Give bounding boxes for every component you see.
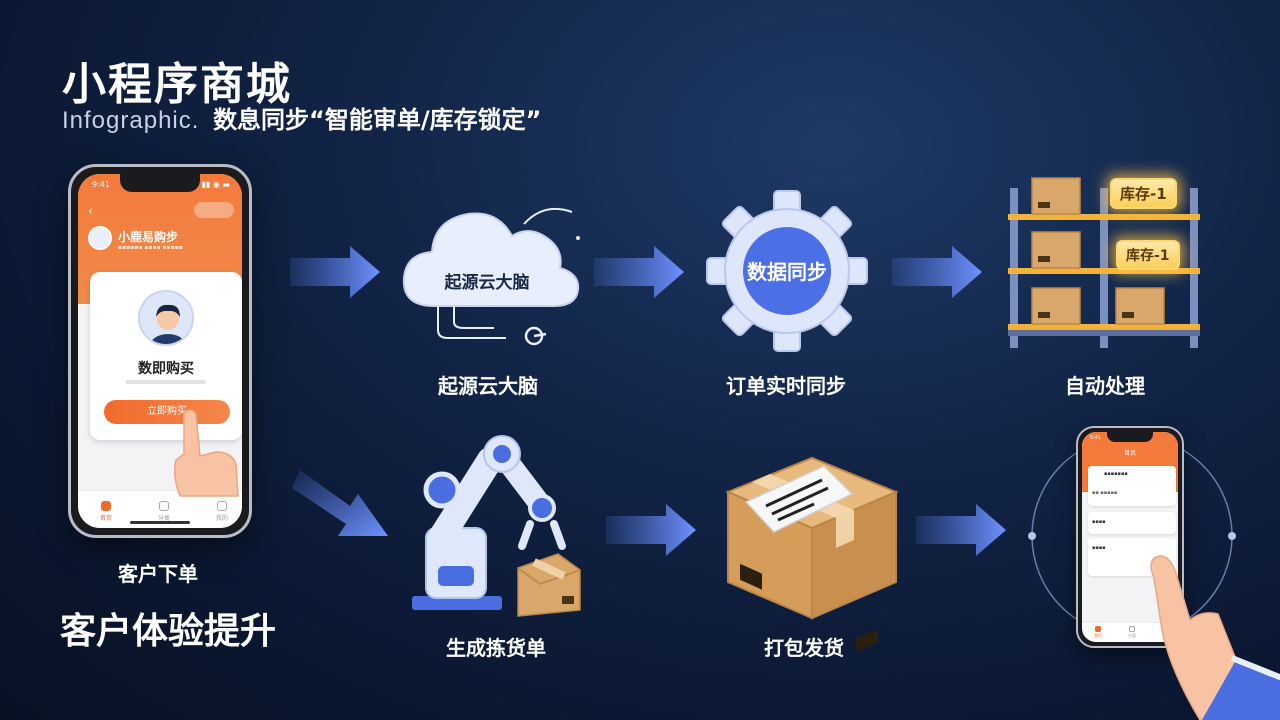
mini-program-capsule[interactable] xyxy=(194,202,234,218)
phone2-notch xyxy=(1107,432,1153,442)
tab-category[interactable]: 分类 xyxy=(144,501,184,522)
order-card-subtext: ▪▪ ▪▪▪▪▪ xyxy=(1092,490,1118,496)
buy-now-button[interactable]: 立即购买 xyxy=(104,400,230,424)
category-icon xyxy=(1129,626,1135,632)
arrow-pick-to-pack xyxy=(606,504,696,556)
shop-avatar xyxy=(88,226,112,250)
stock-badge-top: 库存-1 xyxy=(1110,178,1177,209)
product-desc-line xyxy=(126,380,206,384)
person-icon xyxy=(150,304,186,344)
profile-icon xyxy=(217,501,227,511)
detail-card-text: ▪▪▪▪ xyxy=(1092,545,1106,551)
arrow-sync-to-auto xyxy=(892,246,982,298)
back-icon[interactable]: ‹ xyxy=(88,204,93,218)
step-label-sync: 订单实时同步 xyxy=(726,374,846,398)
arrow-order-to-cloud xyxy=(290,246,380,298)
step-label-pack: 打包发货 xyxy=(764,636,844,660)
tapping-hand-icon xyxy=(173,409,239,497)
experience-label: 客户体验提升 xyxy=(60,611,277,652)
gear-icon xyxy=(706,190,868,352)
cloud-inner-text: 起源云大脑 xyxy=(444,273,530,293)
tab-profile[interactable]: 我的 xyxy=(202,501,242,522)
robot-arm-icon xyxy=(412,435,581,617)
home-icon xyxy=(101,501,111,511)
step-label-pick: 生成拣货单 xyxy=(446,636,546,660)
shop-name: 小鹿易购步 xyxy=(118,230,179,244)
logistics-card-text: ▪▪▪▪ xyxy=(1092,519,1106,525)
warehouse-shelf-icon xyxy=(1008,177,1200,348)
home-indicator xyxy=(130,521,190,524)
signal-icon: ▮▮ ◉ ▬ xyxy=(201,180,230,189)
order-card-text: ▪▪▪▪▪▪▪ xyxy=(1104,471,1128,477)
phone2-tab-home[interactable]: 首页 xyxy=(1086,626,1110,639)
phone2-title: 首页 xyxy=(1123,450,1136,457)
user-avatar xyxy=(138,290,194,346)
order-card[interactable]: ▪▪▪▪▪▪▪ ▪▪ ▪▪▪▪▪ xyxy=(1088,466,1176,506)
home-icon xyxy=(1095,626,1101,632)
phone-notch xyxy=(120,174,200,192)
phone2-screen: 9:41 首页 ▪▪▪▪▪▪▪ ▪▪ ▪▪▪▪▪ ▪▪▪▪ ▪▪▪▪ 首页 分类… xyxy=(1082,432,1178,642)
cloud-icon xyxy=(402,208,580,346)
category-icon xyxy=(159,501,169,511)
subtitle-english: Infographic. xyxy=(62,107,200,134)
product-card: 数即购买 立即购买 xyxy=(90,272,242,440)
phone-time: 9:41 xyxy=(92,180,110,189)
phone2-time: 9:41 xyxy=(1090,435,1102,441)
shop-description: ▪▪▪▪▪▪ ▪▪▪▪ ▪▪▪▪▪ xyxy=(118,244,183,251)
page-title: 小程序商城 xyxy=(62,59,292,110)
step-label-order: 客户下单 xyxy=(118,562,198,586)
arrow-cloud-to-sync xyxy=(594,246,684,298)
package-box-icon xyxy=(725,456,899,653)
stock-badge-middle: 库存-1 xyxy=(1116,240,1180,270)
page-subtitle: Infographic. 数息同步“智能审单/库存锁定” xyxy=(62,100,541,135)
step-label-auto: 自动处理 xyxy=(1065,374,1145,398)
subtitle-chinese: 数息同步“智能审单/库存锁定” xyxy=(213,106,542,134)
tab-home[interactable]: 首页 xyxy=(86,501,126,522)
delivery-phone: 9:41 首页 ▪▪▪▪▪▪▪ ▪▪ ▪▪▪▪▪ ▪▪▪▪ ▪▪▪▪ 首页 分类… xyxy=(1076,426,1184,648)
product-title: 数即购买 xyxy=(138,361,194,377)
phone2-tab-category[interactable]: 分类 xyxy=(1120,626,1144,639)
logistics-card[interactable]: ▪▪▪▪ xyxy=(1088,512,1176,534)
customer-phone: 9:41 ▮▮ ◉ ▬ ‹ 小鹿易购步 ▪▪▪▪▪▪ ▪▪▪▪ ▪▪▪▪▪ 数即… xyxy=(68,164,252,538)
arrow-pack-to-customer xyxy=(916,504,1006,556)
phone2-tab-bar: 首页 分类 我的 xyxy=(1082,622,1178,642)
holding-hand-icon xyxy=(1150,555,1280,720)
arrow-order-to-pick xyxy=(292,470,388,536)
step-label-cloud: 起源云大脑 xyxy=(438,374,538,398)
phone-screen: 9:41 ▮▮ ◉ ▬ ‹ 小鹿易购步 ▪▪▪▪▪▪ ▪▪▪▪ ▪▪▪▪▪ 数即… xyxy=(78,174,242,528)
gear-inner-text: 数据同步 xyxy=(747,260,827,284)
